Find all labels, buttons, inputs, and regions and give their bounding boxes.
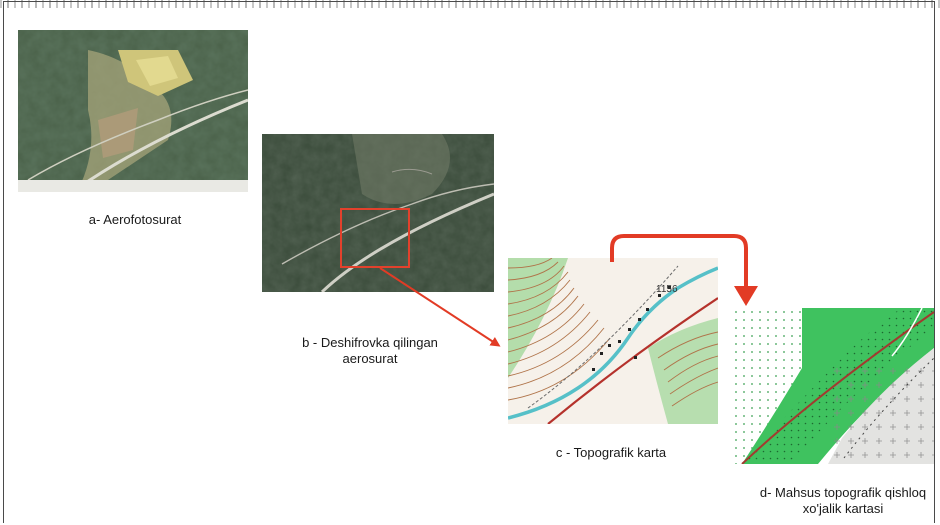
figure-frame bbox=[3, 1, 935, 523]
caption-c: c - Topografik karta bbox=[555, 445, 667, 460]
cropped-text-strip bbox=[0, 0, 940, 8]
highlight-box bbox=[340, 208, 410, 268]
caption-d-line1: d- Mahsus topografik qishloq bbox=[759, 485, 927, 500]
caption-d-line2: xo'jalik kartasi bbox=[802, 501, 884, 516]
elevation-label: 1156 bbox=[656, 284, 678, 295]
topographic-map-c: 1156 bbox=[508, 258, 718, 424]
aerial-photo-a bbox=[18, 30, 248, 192]
caption-b-line2: aerosurat bbox=[342, 351, 398, 366]
interpreted-photo-b bbox=[262, 134, 494, 292]
caption-b-line1: b - Deshifrovka qilingan bbox=[302, 335, 438, 350]
agricultural-map-d bbox=[732, 308, 934, 464]
caption-a: a- Aerofotosurat bbox=[88, 212, 182, 227]
